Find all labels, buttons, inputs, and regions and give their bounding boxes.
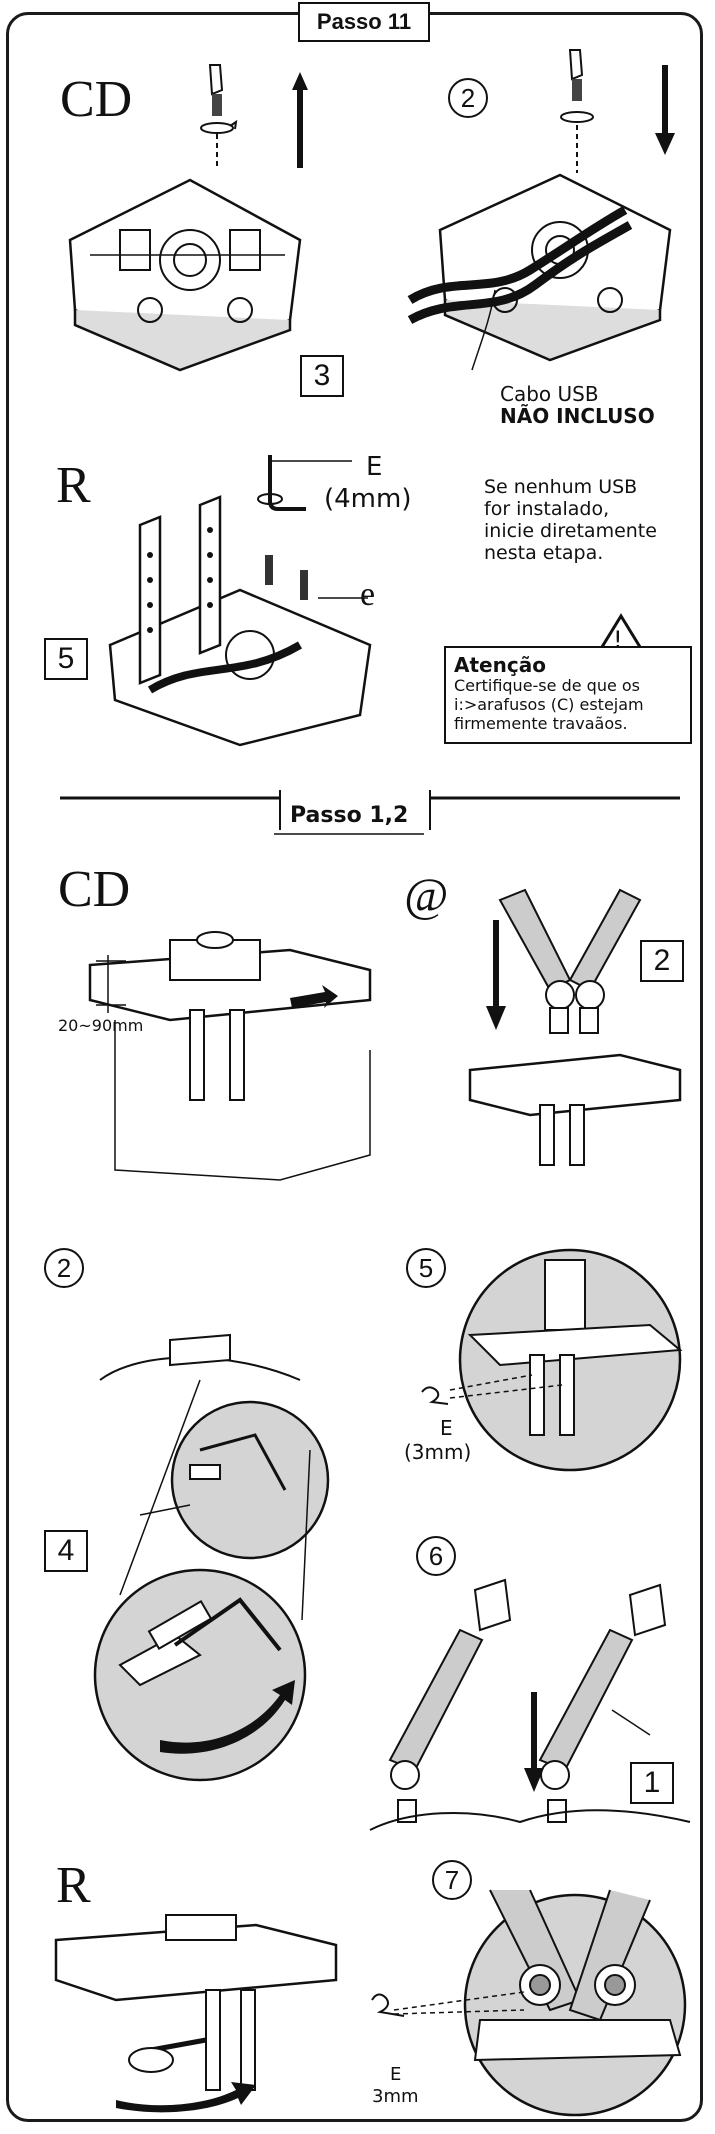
screw-hand-illustration [560, 49, 594, 173]
tool-e-size: (4mm) [324, 484, 412, 514]
tool-e2-label: E [390, 2064, 402, 2085]
arrow-down-icon [524, 1692, 544, 1792]
part-label-1: 1 [630, 1762, 674, 1804]
clamp-close-up-illustration [93, 1333, 330, 1782]
base-plate-with-cable-illustration [407, 173, 672, 371]
part-label-4: 4 [44, 1530, 88, 1572]
tighten-clamp-illustration [449, 1248, 683, 1472]
arms-onto-clamp-illustration [468, 888, 682, 1166]
warning-title: Atenção [454, 653, 546, 677]
hex-key-icon [257, 455, 352, 511]
warning-box: Atenção Certifique-se de que os i:>arafu… [444, 646, 692, 744]
clamp-range-label: 20~90mm [58, 1016, 144, 1035]
arrow-down-icon [486, 920, 506, 1030]
screw-hand-illustration [200, 64, 238, 168]
monitor-arms-illustration [369, 1578, 691, 1831]
tool-e-label: E [366, 452, 383, 482]
base-plate-illustration [68, 178, 302, 372]
panel-r-step12-label: R [56, 1857, 91, 1914]
panel-r-label: R [56, 457, 91, 514]
warning-mark: ! [613, 626, 623, 654]
panel-2-step12-label: 2 [44, 1248, 84, 1288]
panel-cd-label: CD [60, 71, 133, 128]
hex-key-icon [421, 1386, 449, 1405]
title-underline [274, 833, 424, 835]
arrow-up-icon [292, 72, 308, 168]
part-label-5: 5 [44, 638, 88, 680]
usb-note: Se nenhum USB for instalado, inicie dire… [484, 476, 657, 564]
usb-not-included-label: NÃO INCLUSO [500, 404, 655, 428]
panel-7-label: 7 [432, 1860, 472, 1900]
part-label-3: 3 [300, 355, 344, 397]
step-11-title: Passo 11 [298, 2, 430, 42]
dimension-marker [96, 955, 126, 1013]
tool-e-step12-label: E [440, 1416, 453, 1440]
step-12-title: Passo 1,2 [290, 803, 409, 828]
tool-e2-size: 3mm [372, 2086, 419, 2107]
arm-lock-close-up-illustration [463, 1889, 687, 2117]
usb-cable-label: Cabo USB [500, 382, 599, 406]
arrow-down-icon [655, 65, 675, 155]
panel-6-label: 6 [416, 1536, 456, 1576]
leader-line [318, 597, 368, 599]
panel-cd-step12-label: CD [58, 861, 131, 918]
desk-clamp-illustration [88, 931, 372, 1181]
panel-2-label: 2 [448, 78, 488, 118]
panel-5-label: 5 [406, 1248, 446, 1288]
section-divider [60, 790, 680, 830]
part-e-label: e [360, 576, 376, 613]
clamp-under-desk-illustration [54, 1914, 338, 2113]
tool-e-step12-size: (3mm) [404, 1440, 472, 1464]
base-with-posts-illustration [108, 495, 372, 747]
panel-at-label: @ [404, 869, 449, 922]
part-label-2: 2 [640, 940, 684, 982]
dashed-tool-line [371, 1991, 525, 2017]
